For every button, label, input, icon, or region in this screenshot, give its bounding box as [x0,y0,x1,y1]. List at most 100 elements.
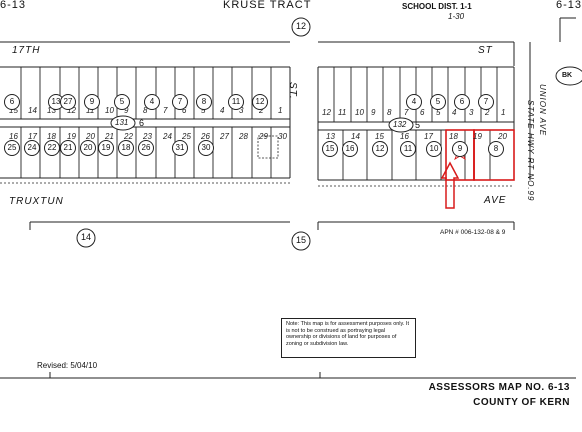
apn-label: APN # 006-132-08 & 9 [440,229,506,236]
county-name: COUNTY OF KERN [473,397,570,408]
parcel-circle: 9 [84,94,100,110]
lot-number: 21 [105,132,114,141]
lot-number: 29 [259,132,268,141]
parcel-circle: 6 [454,94,470,110]
parcel-circle: 4 [144,94,160,110]
lot-number: 8 [387,108,392,117]
lot-number: 22 [124,132,133,141]
parcel-circle: 25 [4,140,20,156]
revised-date: Revised: 5/04/10 [37,361,98,370]
lot-number: 12 [322,108,331,117]
lot-number: 10 [105,106,114,115]
lot-number: 4 [452,108,457,117]
parcel-circle: 11 [228,94,244,110]
lot-number: 8 [143,106,148,115]
lot-number: 24 [163,132,172,141]
lot-number: 3 [469,108,474,117]
parcel-circle: 27 [60,94,76,110]
parcel-circle: 9 [452,141,468,157]
parcel-circle: 7 [478,94,494,110]
union-ave-label: UNION AVE [538,84,547,137]
parcel-circle: 18 [118,140,134,156]
lot-number: 10 [355,108,364,117]
parcel-circle: 15 [322,141,338,157]
lot-number: 1 [501,108,506,117]
school-district-line1: SCHOOL DIST. 1-1 [402,2,472,11]
lot-number: 11 [86,106,95,115]
lot-number: 19 [473,132,482,141]
parcel-circle: 19 [98,140,114,156]
parcel-circle: 5 [430,94,446,110]
street-st-vertical: ST. [287,82,298,100]
lot-number: 14 [28,106,37,115]
lot-number: 1 [278,106,283,115]
lot-number: 20 [498,132,507,141]
lot-number: 14 [351,132,360,141]
parcel-circle: 6 [4,94,20,110]
lot-number: 3 [239,106,244,115]
school-district-line2: 1-30 [448,12,465,21]
street-st-right: ST [478,45,493,56]
parcel-circle: 7 [172,94,188,110]
lot-number: 17 [28,132,37,141]
corner-label-left: 6-13 [0,0,27,11]
parcel-circle: 10 [426,141,442,157]
lot-number: 15 [375,132,384,141]
lot-number: 15 [9,106,18,115]
lot-number: 19 [67,132,76,141]
block-number-15: 15 [296,235,307,245]
book-131: 131 [115,118,129,127]
lot-number: 28 [239,132,248,141]
block-number-12: 12 [296,21,307,31]
book-132-suffix: 5 [415,120,421,130]
lot-number: 17 [424,132,433,141]
book-131-suffix: 6 [139,118,145,128]
bk-badge: BK [562,72,573,79]
lot-number: 9 [124,106,129,115]
parcel-circle: 26 [138,140,154,156]
parcel-circle: 30 [198,140,214,156]
lot-number: 12 [67,106,76,115]
parcel-circle: 12 [252,94,268,110]
lot-number: 25 [182,132,191,141]
parcel-circle: 21 [60,140,76,156]
street-ave: AVE [484,195,507,206]
lot-number: 5 [436,108,441,117]
parcel-circle: 5 [114,94,130,110]
parcel-circle: 8 [488,141,504,157]
parcel-circle: 16 [342,141,358,157]
lot-number: 13 [47,106,56,115]
lot-number: 16 [400,132,409,141]
parcel-circle: 12 [372,141,388,157]
lot-number: 26 [201,132,210,141]
lot-number: 18 [449,132,458,141]
lot-number: 2 [485,108,490,117]
lot-number: 4 [220,106,225,115]
parcel-circle: 4 [406,94,422,110]
lot-number: 11 [338,108,347,117]
lot-number: 5 [201,106,206,115]
parcel-circle: 20 [80,140,96,156]
lot-number: 16 [9,132,18,141]
lot-number: 7 [163,106,168,115]
lot-number: 6 [182,106,187,115]
assessors-map-number: ASSESSORS MAP NO. 6-13 [428,382,570,393]
disclaimer-note: Note: This map is for assessment purpose… [281,318,416,358]
lot-number: 23 [143,132,152,141]
lot-number: 18 [47,132,56,141]
map-title: KRUSE TRACT [223,0,312,11]
parcel-circle: 31 [172,140,188,156]
lot-number: 30 [278,132,287,141]
lot-number: 20 [86,132,95,141]
lot-number: 2 [259,106,264,115]
block-number-14: 14 [81,232,92,242]
corner-label-right: 6-13 [556,0,582,11]
parcel-circle: 11 [400,141,416,157]
parcel-circle: 8 [196,94,212,110]
street-17th: 17TH [12,45,41,56]
book-132: 132 [393,120,407,129]
lot-number: 9 [371,108,376,117]
lot-number: 13 [326,132,335,141]
state-hwy-label: STATE HWY RT NO.99 [526,100,535,202]
